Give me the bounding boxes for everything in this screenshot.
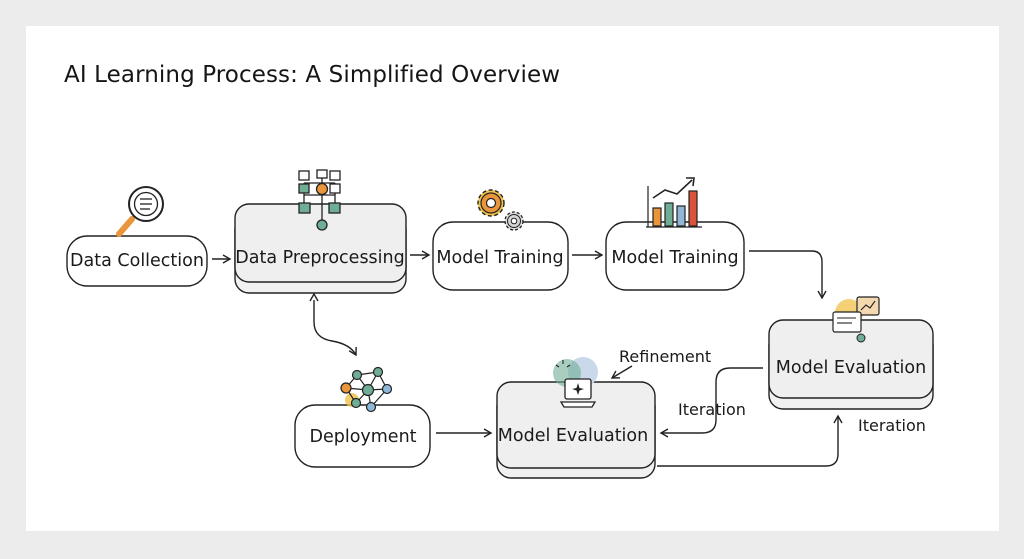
- node-deployment-label: Deployment: [309, 427, 417, 447]
- edge-iteration-bottom: [657, 414, 843, 467]
- node-model-training-1-label: Model Training: [436, 248, 564, 268]
- gears-icon: [477, 189, 524, 231]
- node-model-evaluation-bottom-box[interactable]: [496, 381, 656, 479]
- edge-label-refinement: Refinement: [619, 347, 712, 366]
- magnifier-document-icon: [116, 186, 164, 237]
- diagram-title: AI Learning Process: A Simplified Overvi…: [64, 62, 561, 88]
- laptop-sparkle-icon: [553, 357, 598, 408]
- node-model-training-1-box[interactable]: [432, 221, 569, 291]
- node-model-evaluation-top-box[interactable]: [768, 319, 934, 410]
- node-data-collection-label: Data Collection: [70, 251, 204, 271]
- node-data-preprocessing-label: Data Preprocessing: [235, 248, 405, 268]
- edge-refinement-pointer: [610, 365, 633, 379]
- node-deployment-box[interactable]: [294, 404, 431, 468]
- dashboard-cards-icon: [832, 296, 880, 343]
- edge-iteration-loop: [659, 367, 763, 438]
- node-data-preprocessing-box[interactable]: [234, 203, 407, 294]
- flowchart-icon: [298, 169, 341, 231]
- node-model-evaluation-top-label: Model Evaluation: [775, 358, 927, 378]
- edge-training-to-evaluation: [749, 250, 827, 300]
- bar-chart-icon: [646, 177, 702, 228]
- edge-preprocessing-to-deployment: [309, 292, 357, 357]
- node-model-training-2-box[interactable]: [605, 221, 745, 291]
- edge-label-iteration-right: Iteration: [858, 416, 926, 435]
- network-graph-icon: [340, 366, 393, 413]
- node-model-evaluation-bottom-label: Model Evaluation: [497, 426, 649, 446]
- node-data-collection-box[interactable]: [66, 235, 208, 287]
- edge-label-iteration-left: Iteration: [678, 400, 746, 419]
- node-model-training-2-label: Model Training: [611, 248, 739, 268]
